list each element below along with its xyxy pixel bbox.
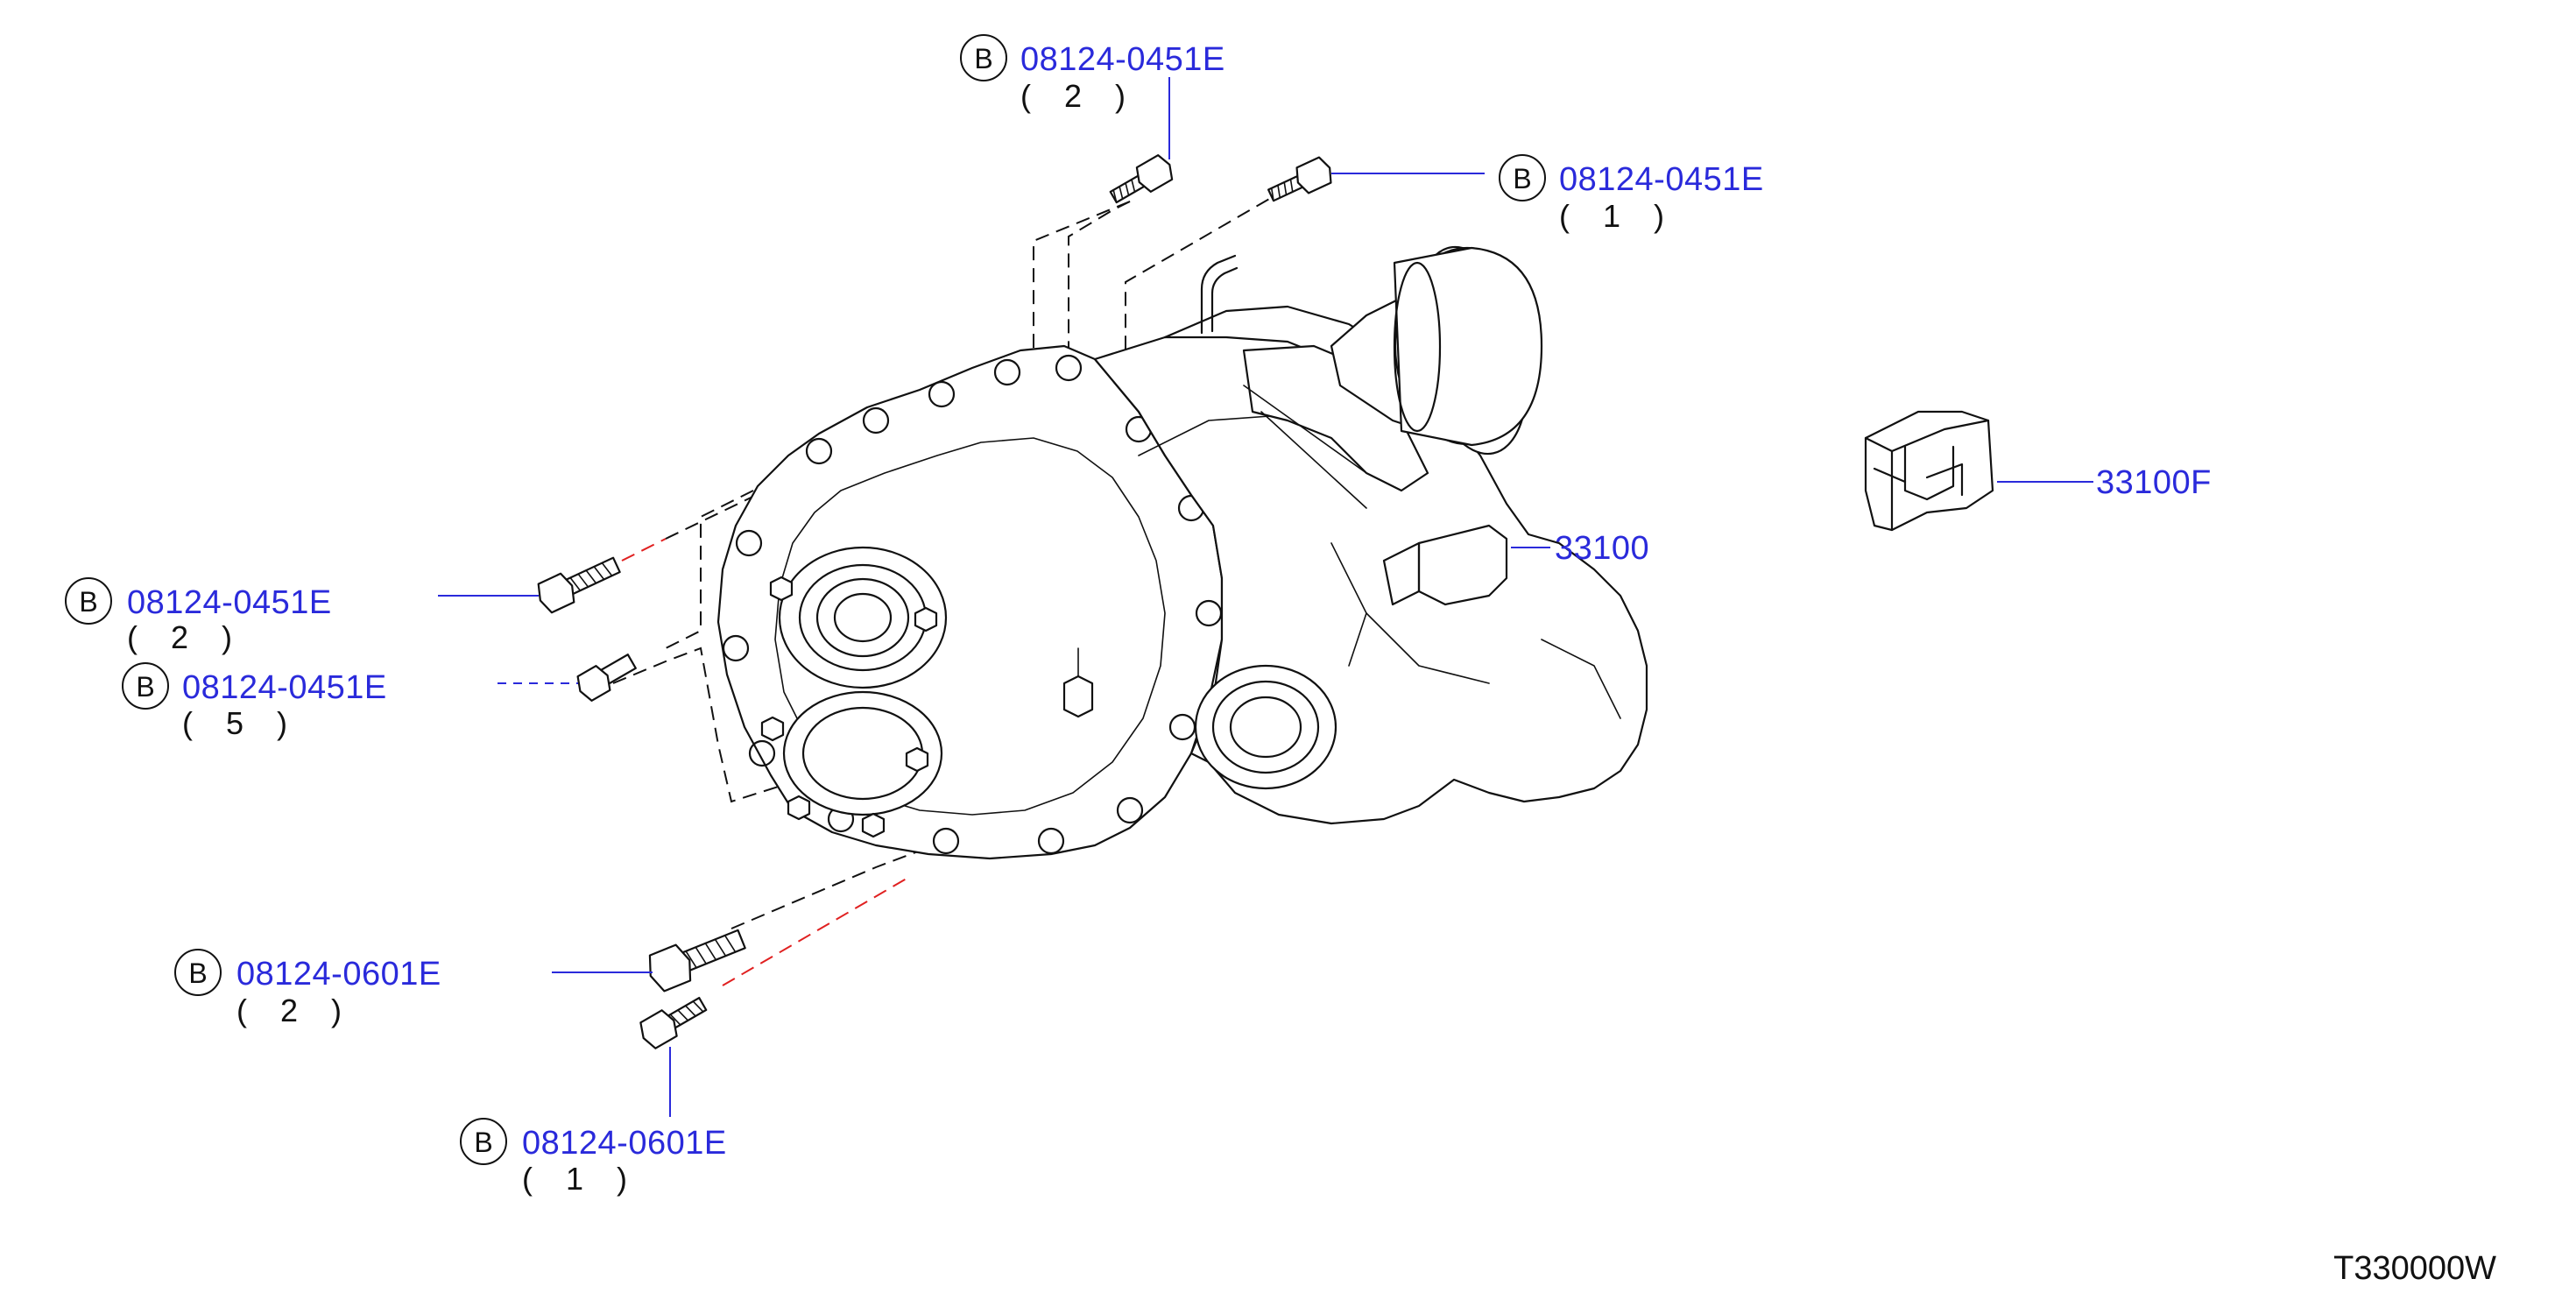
bolt-left-upper-shape	[537, 556, 621, 614]
b-prefix-letter: B	[974, 43, 992, 74]
bolt-top-center-shape	[1109, 154, 1174, 204]
diagram-code: T330000W	[2333, 1250, 2496, 1287]
flange-bolt-heads	[760, 576, 938, 838]
quantity: ( 2 )	[236, 993, 354, 1028]
b-prefix-circle	[1499, 154, 1546, 201]
b-prefix-circle	[65, 577, 112, 625]
b-prefix-letter: B	[188, 957, 207, 989]
b-prefix-circle	[122, 662, 169, 710]
callout-bolt-left-upper[interactable]: B 08124-0451E ( 2 )	[65, 577, 332, 655]
callout-bolt-top-right[interactable]: B 08124-0451E ( 1 )	[1499, 154, 1764, 234]
part-number[interactable]: 08124-0451E	[1559, 161, 1764, 198]
callout-bolt-bottom[interactable]: B 08124-0601E ( 1 )	[460, 1118, 727, 1197]
part-number[interactable]: 08124-0451E	[182, 669, 387, 706]
callout-bolt-top-center[interactable]: B 08124-0451E ( 2 )	[960, 34, 1225, 114]
quantity: ( 1 )	[1559, 198, 1676, 234]
b-prefix-letter: B	[474, 1127, 492, 1158]
transfer-assembly-drawing	[716, 245, 1648, 860]
bolt-drawings	[537, 154, 1332, 1049]
b-prefix-circle	[960, 34, 1007, 81]
part-number[interactable]: 08124-0601E	[522, 1125, 727, 1162]
bolt-left-middle-shape	[576, 654, 637, 702]
b-prefix-circle	[460, 1118, 507, 1165]
quantity: ( 1 )	[522, 1161, 639, 1197]
part-number[interactable]: 08124-0451E	[1020, 41, 1225, 78]
quantity: ( 2 )	[127, 619, 244, 655]
part-label-cover-component[interactable]: 33100F	[2096, 464, 2212, 501]
callout-bolt-lower-left[interactable]: B 08124-0601E ( 2 )	[174, 949, 441, 1028]
quantity: ( 5 )	[182, 705, 300, 741]
part-label-transfer-assembly[interactable]: 33100	[1555, 530, 1649, 567]
cover-component-drawing	[1864, 410, 1994, 532]
leader-lines	[438, 77, 2093, 1117]
assembly-guide-lines	[612, 187, 1288, 986]
b-prefix-circle	[174, 949, 222, 996]
b-prefix-letter: B	[79, 586, 97, 618]
bolt-top-right-shape	[1267, 156, 1332, 202]
bolt-lower-left-shape	[648, 929, 746, 993]
b-prefix-letter: B	[136, 671, 154, 703]
b-prefix-letter: B	[1513, 163, 1531, 194]
quantity: ( 2 )	[1020, 78, 1138, 114]
callout-bolt-left-middle[interactable]: B 08124-0451E ( 5 )	[122, 662, 387, 741]
bolt-bottom-shape	[639, 996, 708, 1049]
part-number[interactable]: 08124-0451E	[127, 584, 332, 621]
part-number[interactable]: 08124-0601E	[236, 956, 441, 993]
